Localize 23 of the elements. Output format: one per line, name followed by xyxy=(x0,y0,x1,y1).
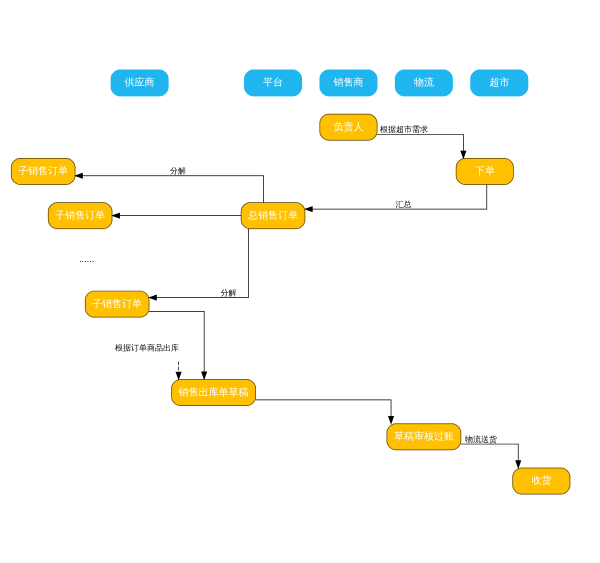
node-box: 草稿审核过账 xyxy=(386,422,462,450)
node-box: 销售商 xyxy=(319,69,378,96)
node-box: 物流 xyxy=(394,69,453,96)
node-box: 子销售订单 xyxy=(48,202,112,229)
arrow xyxy=(111,212,242,218)
arrow xyxy=(74,172,264,202)
node-box: 销售出库单草稿 xyxy=(171,378,256,406)
node-box: 平台 xyxy=(244,69,302,96)
node-box: 子销售订单 xyxy=(10,158,76,184)
arrow xyxy=(176,360,182,380)
node-box: 总销售订单 xyxy=(240,202,306,229)
arrow xyxy=(304,184,488,212)
node-box: 收货 xyxy=(512,467,570,494)
node-box: 子销售订单 xyxy=(84,290,150,318)
arrow xyxy=(460,443,522,468)
node-box: 负责人 xyxy=(319,113,378,140)
node-box: 下单 xyxy=(456,158,514,184)
arrow xyxy=(255,398,394,424)
arrow xyxy=(148,310,208,380)
node-box: 供应商 xyxy=(110,69,169,96)
arrow xyxy=(376,134,466,159)
arrow xyxy=(148,228,249,300)
node-box: 超市 xyxy=(470,69,528,96)
